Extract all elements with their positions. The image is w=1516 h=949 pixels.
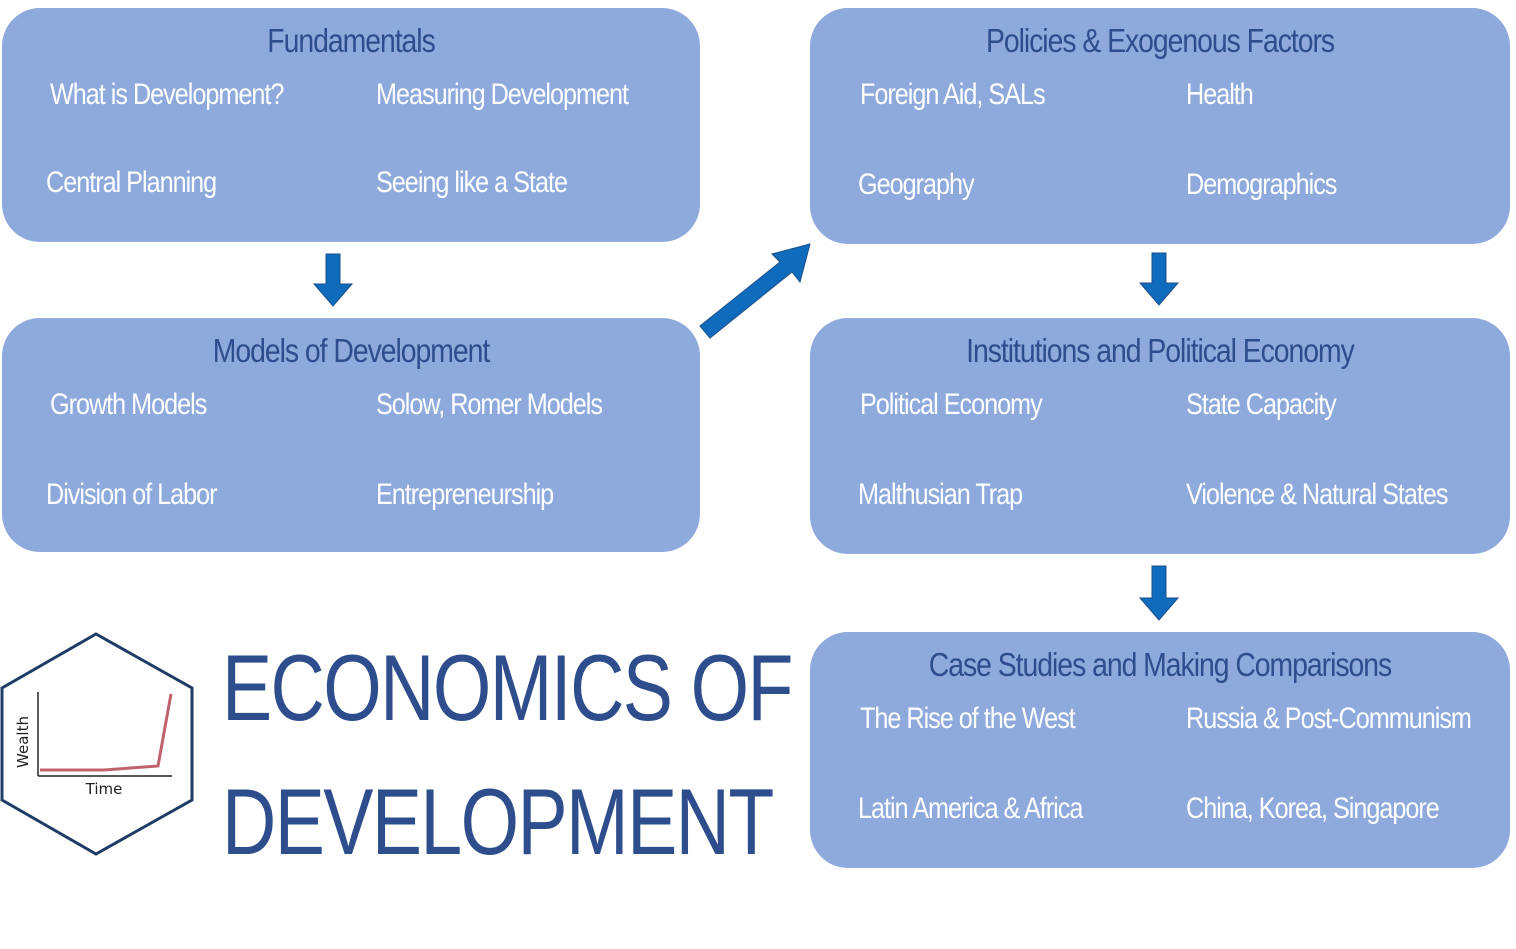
models-title: Models of Development [212, 332, 491, 369]
item-political-economy: Political Economy [860, 388, 1043, 421]
arrow-shape [1138, 565, 1180, 621]
item-geography: Geography [858, 168, 975, 201]
arrow-shape [312, 253, 354, 307]
item-what-is-development: What is Development? [50, 78, 284, 111]
item-malthusian-trap: Malthusian Trap [858, 478, 1023, 511]
item-seeing-like-a-state: Seeing like a State [376, 166, 568, 199]
item-central-planning: Central Planning [46, 166, 217, 199]
headline-line-1: ECONOMICS OF [222, 635, 793, 740]
item-china-korea-singapore: China, Korea, Singapore [1186, 792, 1440, 825]
arrow-diagonal-models-to-policies [699, 243, 811, 339]
item-health: Health [1186, 78, 1254, 111]
item-latin-america-africa: Latin America & Africa [858, 792, 1083, 825]
hexagon-logo: Wealth Time [0, 632, 194, 856]
fundamentals-title: Fundamentals [267, 22, 435, 59]
y-axis-label: Wealth [14, 716, 32, 768]
arrow-down-policies-to-institutions [1138, 252, 1180, 306]
arrow-down-institutions-to-cases [1138, 565, 1180, 621]
policies-box: Policies & Exogenous Factors Foreign Aid… [810, 8, 1510, 244]
item-state-capacity: State Capacity [1186, 388, 1337, 421]
item-growth-models: Growth Models [50, 388, 207, 421]
cases-title: Case Studies and Making Comparisons [928, 646, 1392, 683]
cases-box: Case Studies and Making Comparisons The … [810, 632, 1510, 868]
policies-title: Policies & Exogenous Factors [985, 22, 1335, 59]
hexagon-border [0, 632, 194, 856]
wealth-curve [40, 693, 173, 772]
arrow-shape [699, 243, 811, 339]
item-russia-post-communism: Russia & Post-Communism [1186, 702, 1472, 735]
item-violence-natural-states: Violence & Natural States [1186, 478, 1449, 511]
arrow-shape [1138, 252, 1180, 306]
item-rise-of-the-west: The Rise of the West [860, 702, 1076, 735]
item-demographics: Demographics [1186, 168, 1337, 201]
item-division-of-labor: Division of Labor [46, 478, 218, 511]
x-axis-label: Time [85, 780, 123, 798]
models-box: Models of Development Growth Models Solo… [2, 318, 700, 552]
arrow-down-fundamentals-to-models [312, 253, 354, 307]
item-entrepreneurship: Entrepreneurship [376, 478, 554, 511]
item-foreign-aid: Foreign Aid, SALs [860, 78, 1046, 111]
fundamentals-box: Fundamentals What is Development? Measur… [2, 8, 700, 242]
headline-line-2: DEVELOPMENT [222, 769, 774, 874]
institutions-box: Institutions and Political Economy Polit… [810, 318, 1510, 554]
item-solow-romer-models: Solow, Romer Models [376, 388, 603, 421]
institutions-title: Institutions and Political Economy [966, 332, 1355, 369]
item-measuring-development: Measuring Development [376, 78, 629, 111]
